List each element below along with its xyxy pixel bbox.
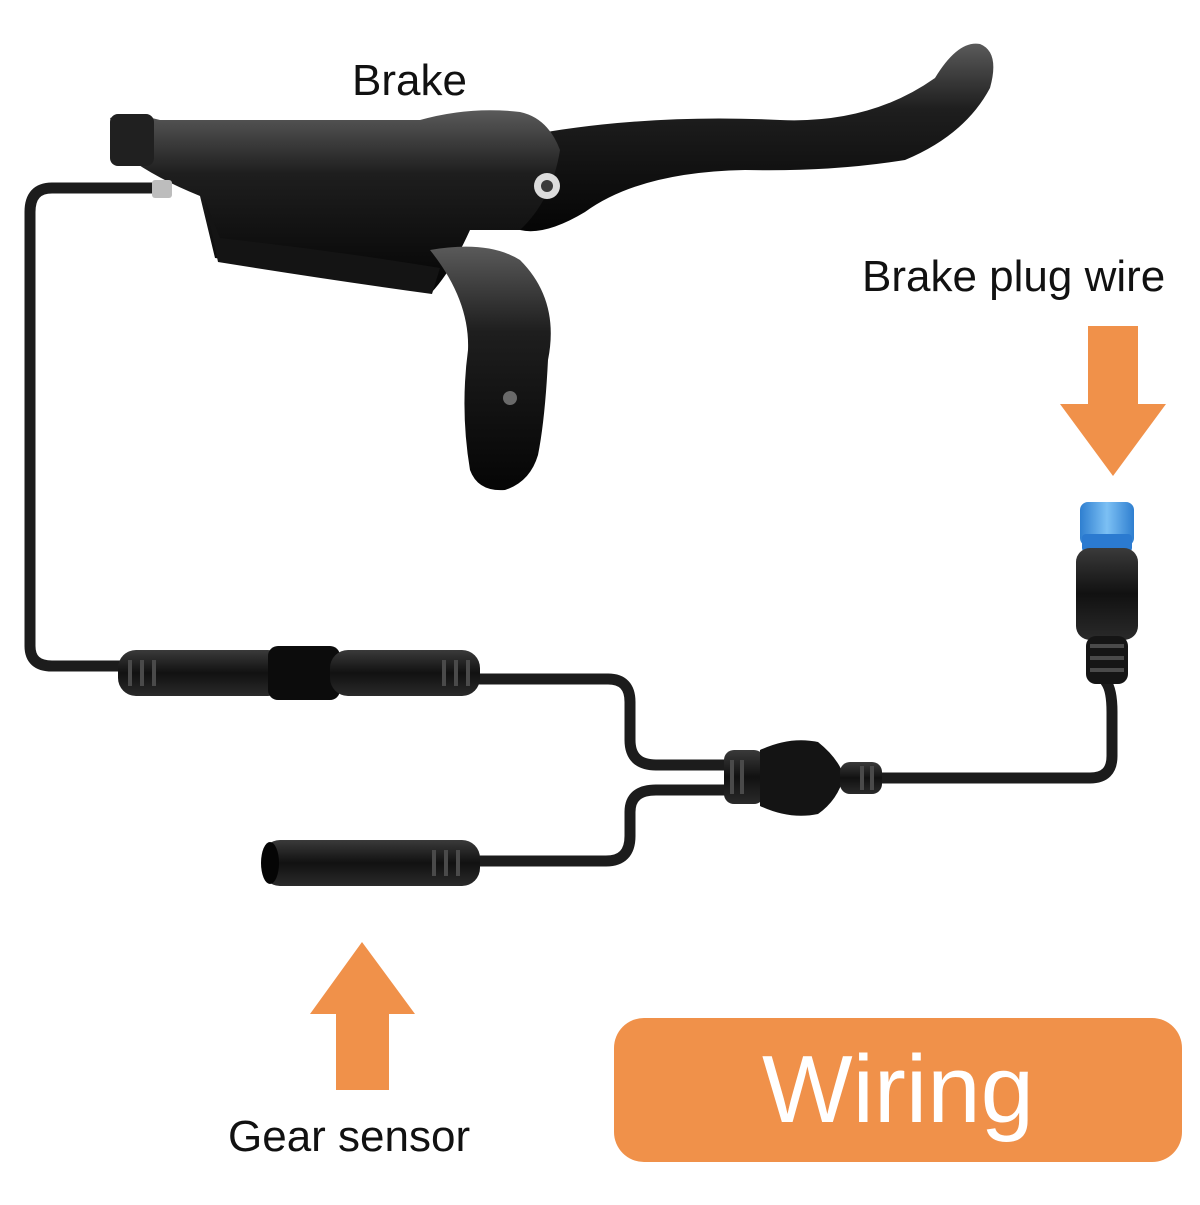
y-splitter <box>724 740 882 816</box>
gear-sensor-connector <box>261 840 480 886</box>
reservoir <box>205 200 440 294</box>
brake-plug-wire-label: Brake plug wire <box>862 252 1166 301</box>
main-trunk-cable <box>872 676 1118 784</box>
arrow-up-icon <box>310 942 415 1090</box>
clamp-bolt <box>503 391 517 405</box>
cable-fitting <box>152 180 172 198</box>
clamp-arm <box>430 246 551 491</box>
cables <box>24 182 1118 867</box>
lever-blade <box>470 43 994 232</box>
lower-branch-cable <box>474 784 744 867</box>
brake-lever <box>110 43 994 491</box>
arrow-down-icon <box>1060 326 1166 476</box>
brake-label: Brake <box>352 56 467 105</box>
brake-lever-cable <box>24 182 166 672</box>
upper-branch-cable <box>474 673 744 771</box>
end-cap <box>110 114 154 166</box>
brake-plug-connector <box>1076 502 1138 684</box>
inline-connector <box>118 646 480 700</box>
wiring-badge-text: Wiring <box>761 1036 1034 1143</box>
gear-sensor-label: Gear sensor <box>228 1112 471 1161</box>
wiring-badge: Wiring <box>614 1018 1182 1162</box>
